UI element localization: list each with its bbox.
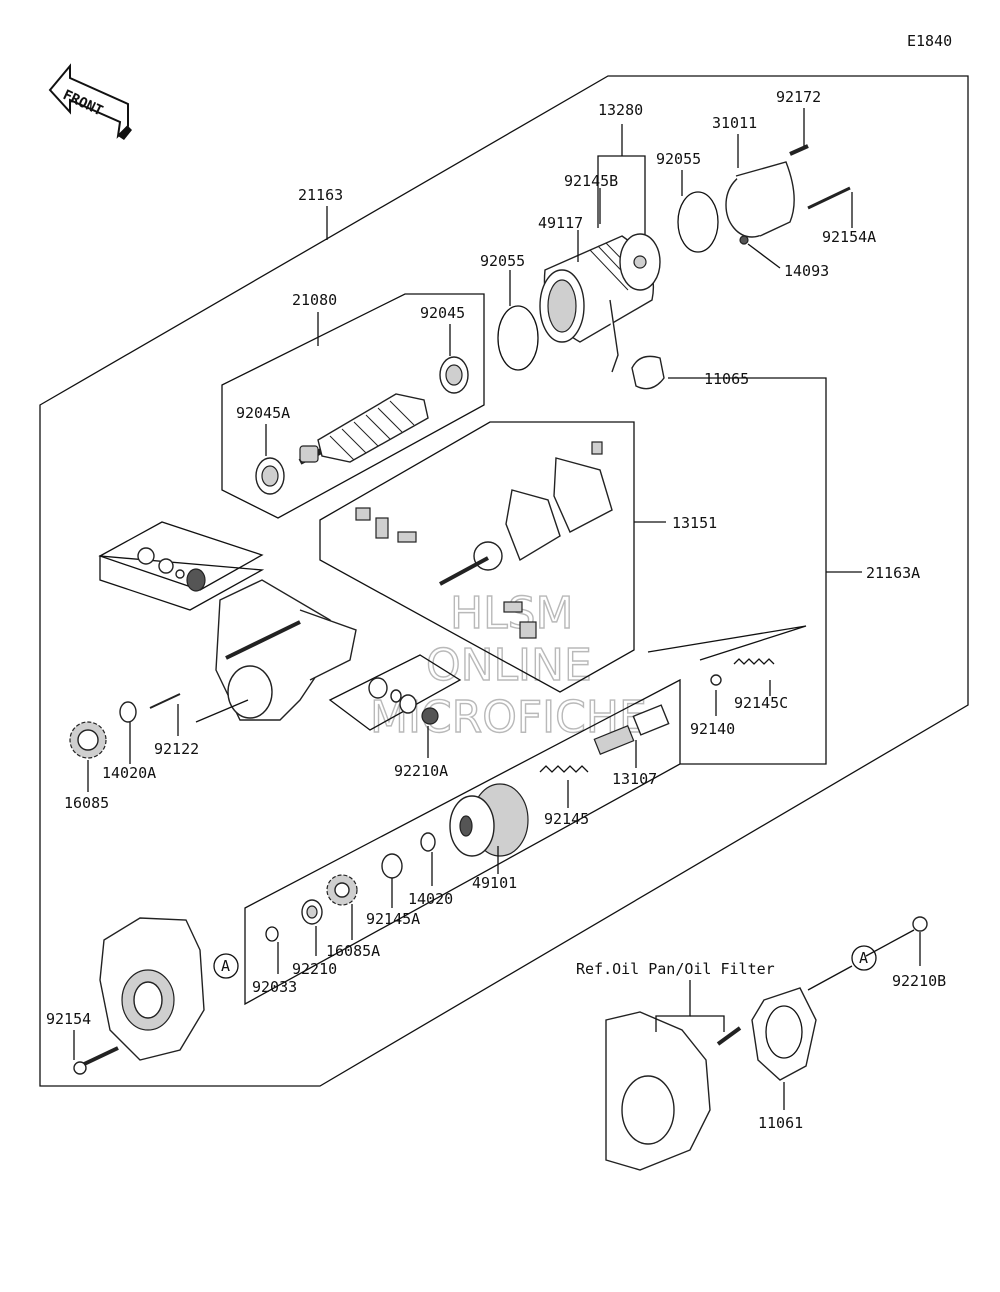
assembly-outline-21163 — [39, 75, 969, 1087]
bearing-92045 — [439, 356, 469, 394]
callout-92055-b: 92055 — [656, 150, 701, 168]
ball-92140 — [710, 674, 722, 686]
bearing-92210 — [301, 899, 323, 925]
gear-16085 — [69, 721, 107, 759]
ref-marker-a-2: A — [851, 945, 877, 971]
o-ring-92055-b — [677, 191, 719, 253]
terminal-11065 — [631, 355, 665, 390]
callout-14020A: 14020A — [102, 764, 156, 782]
callout-92045: 92045 — [420, 304, 465, 322]
collar-14020A — [119, 701, 137, 723]
nut-92210B — [912, 916, 928, 932]
oil-pan-reference — [605, 1011, 742, 1171]
callout-49117: 49117 — [538, 214, 583, 232]
nut-group-outline — [98, 521, 264, 591]
brush-holder-outline — [319, 421, 635, 693]
callout-21163A: 21163A — [866, 564, 920, 582]
callout-92210A: 92210A — [394, 762, 448, 780]
armature-outline — [221, 293, 485, 519]
brush-holder-13151 — [355, 441, 613, 639]
housing-21163 — [215, 579, 357, 721]
callout-92145C: 92145C — [734, 694, 788, 712]
callout-21163: 21163 — [298, 186, 343, 204]
callout-31011: 31011 — [712, 114, 757, 132]
bolt-92154A — [807, 186, 851, 210]
terminal-washers — [368, 677, 439, 725]
drive-housing — [99, 917, 205, 1061]
callout-14093: 14093 — [784, 262, 829, 280]
svg-text:A: A — [859, 949, 868, 967]
bolt-92154 — [73, 1046, 119, 1075]
ref-note: Ref.Oil Pan/Oil Filter — [576, 960, 775, 978]
callout-49101: 49101 — [472, 874, 517, 892]
nut-group-outline-2 — [99, 555, 265, 611]
diagram-code: E1840 — [907, 32, 952, 50]
cover-31011 — [725, 161, 795, 238]
ref-tree — [655, 980, 691, 1032]
o-ring-92055-a — [497, 305, 539, 371]
callout-92055-a: 92055 — [480, 252, 525, 270]
callout-16085: 16085 — [64, 794, 109, 812]
watermark-line-1: HLSM — [450, 588, 574, 639]
terminal-group-outline — [328, 654, 462, 731]
armature-part — [298, 393, 429, 465]
callout-92154: 92154 — [46, 1010, 91, 1028]
circlip-92033 — [265, 926, 279, 942]
spring-92145 — [539, 765, 589, 773]
callout-92154A: 92154A — [822, 228, 876, 246]
spring-92145A — [381, 853, 403, 879]
shaft-13107 — [593, 704, 670, 755]
spring-92145C — [733, 658, 775, 665]
callout-92210: 92210 — [292, 960, 337, 978]
callout-11065: 11065 — [704, 370, 749, 388]
callout-92145B: 92145B — [564, 172, 618, 190]
pin-92122 — [149, 693, 181, 709]
bolt-92172 — [789, 144, 809, 156]
callout-92122: 92122 — [154, 740, 199, 758]
callout-92210B: 92210B — [892, 972, 946, 990]
callout-14020: 14020 — [408, 890, 453, 908]
watermark-line-2: ONLINE — [426, 640, 592, 691]
callout-13151: 13151 — [672, 514, 717, 532]
collar-14020 — [420, 832, 436, 852]
callout-92172: 92172 — [776, 88, 821, 106]
callout-92145: 92145 — [544, 810, 589, 828]
callout-21080: 21080 — [292, 291, 337, 309]
nut-14093 — [739, 235, 749, 245]
ref-marker-a-1: A — [213, 953, 239, 979]
callout-92033: 92033 — [252, 978, 297, 996]
callout-92045A: 92045A — [236, 404, 290, 422]
gear-16085A — [326, 874, 358, 906]
callout-13280: 13280 — [598, 101, 643, 119]
leader-lines — [73, 108, 921, 1110]
clutch-49101 — [449, 783, 529, 857]
callout-16085A: 16085A — [326, 942, 380, 960]
bearing-92045A — [255, 457, 285, 495]
end-cover-13280 — [619, 233, 661, 291]
callout-92145A: 92145A — [366, 910, 420, 928]
gasket-11061 — [751, 987, 817, 1081]
nut-group — [137, 547, 206, 592]
spring-bracket — [647, 625, 807, 661]
callout-13107: 13107 — [612, 770, 657, 788]
svg-text:A: A — [221, 957, 230, 975]
front-arrow-icon: FRONT — [48, 63, 132, 140]
callout-92140: 92140 — [690, 720, 735, 738]
callout-11061: 11061 — [758, 1114, 803, 1132]
bracket-21163A — [668, 377, 827, 765]
